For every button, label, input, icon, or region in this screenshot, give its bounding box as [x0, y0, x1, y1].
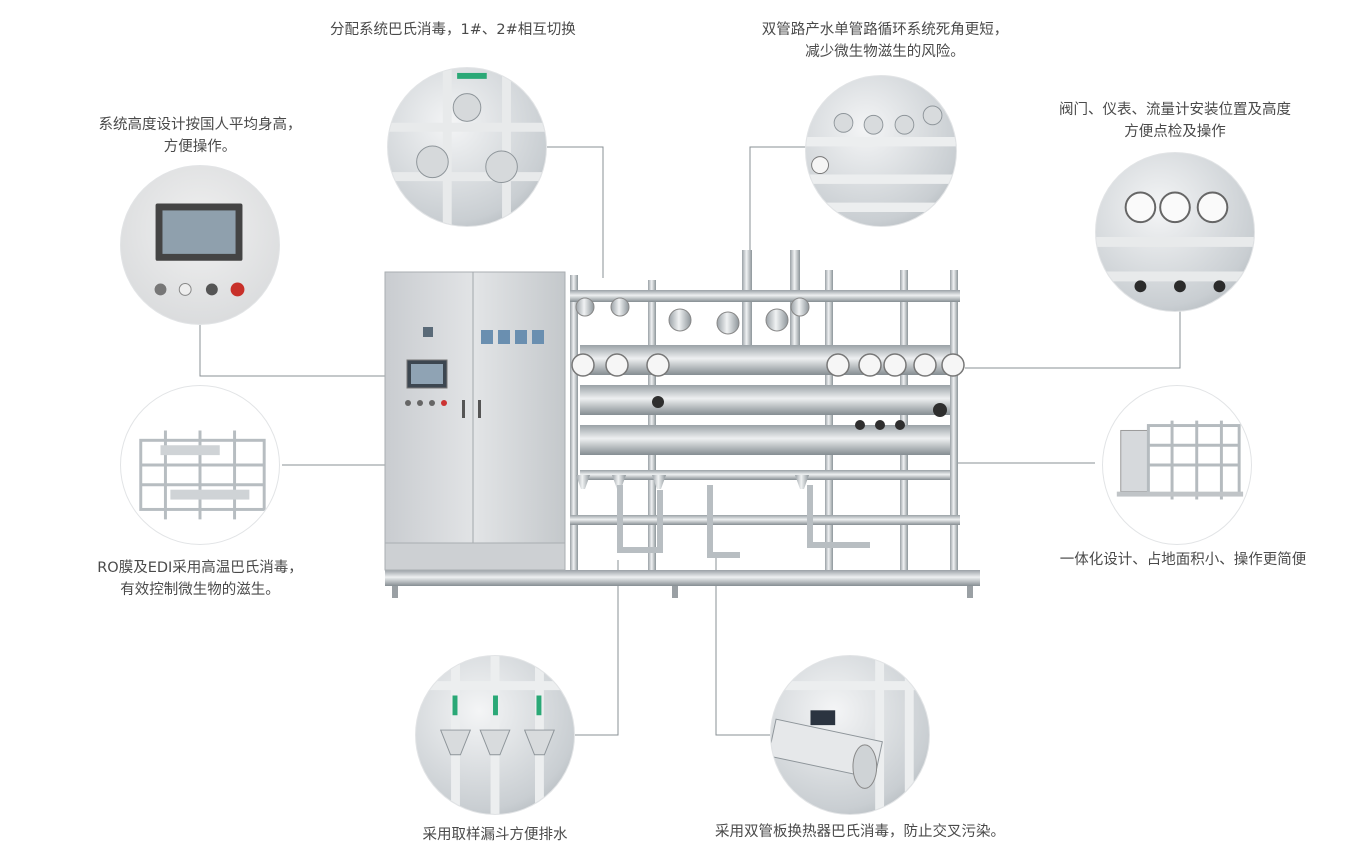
- caption-integrated-design: 一体化设计、占地面积小、操作更简便: [1059, 552, 1307, 568]
- detail-heat-exchanger: [770, 655, 930, 815]
- caption-dual-pipeline: 双管路产水单管路循环系统死角更短， 减少微生物滋生的风险。: [735, 19, 1035, 63]
- leader-line: [965, 310, 1181, 369]
- caption-ro-edi: RO膜及EDI采用高温巴氏消毒， 有效控制微生物的滋生。: [50, 557, 350, 601]
- water-treatment-machine: [384, 250, 980, 598]
- caption-line: 减少微生物滋生的风险。: [805, 44, 965, 60]
- detail-ro-edi: [120, 385, 280, 545]
- caption-line: RO膜及EDI采用高温巴氏消毒，: [97, 560, 303, 576]
- detail-distribution-valves: [387, 67, 547, 227]
- detail-dual-pipeline: [805, 75, 957, 227]
- caption-line: 系统高度设计按国人平均身高，: [98, 117, 302, 133]
- caption-line: 阀门、仪表、流量计安装位置及高度: [1059, 102, 1291, 118]
- detail-integrated-design: [1102, 385, 1252, 545]
- detail-gauges: [1095, 152, 1255, 312]
- leader-line: [545, 146, 604, 278]
- caption-distribution-pasteurization: 分配系统巴氏消毒，1#、2#相互切换: [330, 22, 576, 38]
- caption-valve-gauges: 阀门、仪表、流量计安装位置及高度 方便点检及操作: [1025, 99, 1325, 143]
- control-cabinet: [384, 271, 566, 571]
- leader-line: [715, 555, 770, 736]
- caption-line: 有效控制微生物的滋生。: [120, 582, 280, 598]
- leader-line: [749, 146, 815, 252]
- leader-line: [575, 560, 619, 736]
- caption-heat-exchanger: 采用双管板换热器巴氏消毒，防止交叉污染。: [715, 824, 1005, 840]
- leader-line: [199, 325, 405, 377]
- caption-sampling-funnel: 采用取样漏斗方便排水: [422, 827, 568, 843]
- caption-line: 双管路产水单管路循环系统死角更短，: [761, 22, 1009, 38]
- detail-sampling-funnel: [415, 655, 575, 815]
- caption-line: 方便操作。: [163, 139, 237, 155]
- caption-system-height: 系统高度设计按国人平均身高， 方便操作。: [50, 114, 350, 158]
- detail-cabinet-panel: [120, 165, 280, 325]
- caption-line: 方便点检及操作: [1124, 124, 1226, 140]
